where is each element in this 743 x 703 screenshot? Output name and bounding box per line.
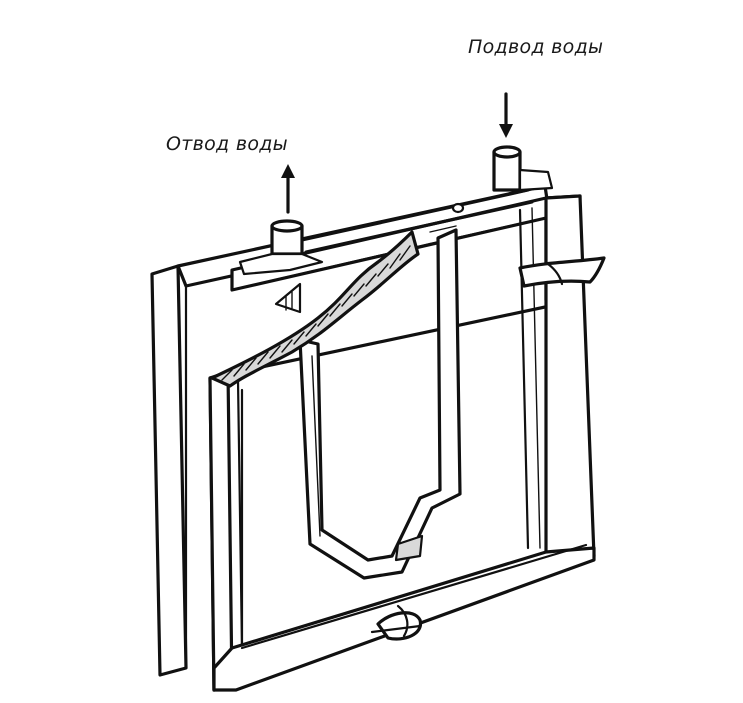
top-tube xyxy=(300,188,534,254)
cooling-channel xyxy=(298,228,462,580)
outlet-arrow xyxy=(281,164,295,214)
inlet-arrow xyxy=(499,92,513,138)
outlet-label: Отвод воды xyxy=(166,133,288,155)
outlet-nozzle xyxy=(238,219,324,276)
bottom-clip xyxy=(370,604,423,641)
inlet-nozzle xyxy=(492,145,554,192)
inlet-label: Подвод воды xyxy=(468,36,604,58)
side-clip xyxy=(518,256,606,288)
cutaway-band xyxy=(210,230,420,388)
